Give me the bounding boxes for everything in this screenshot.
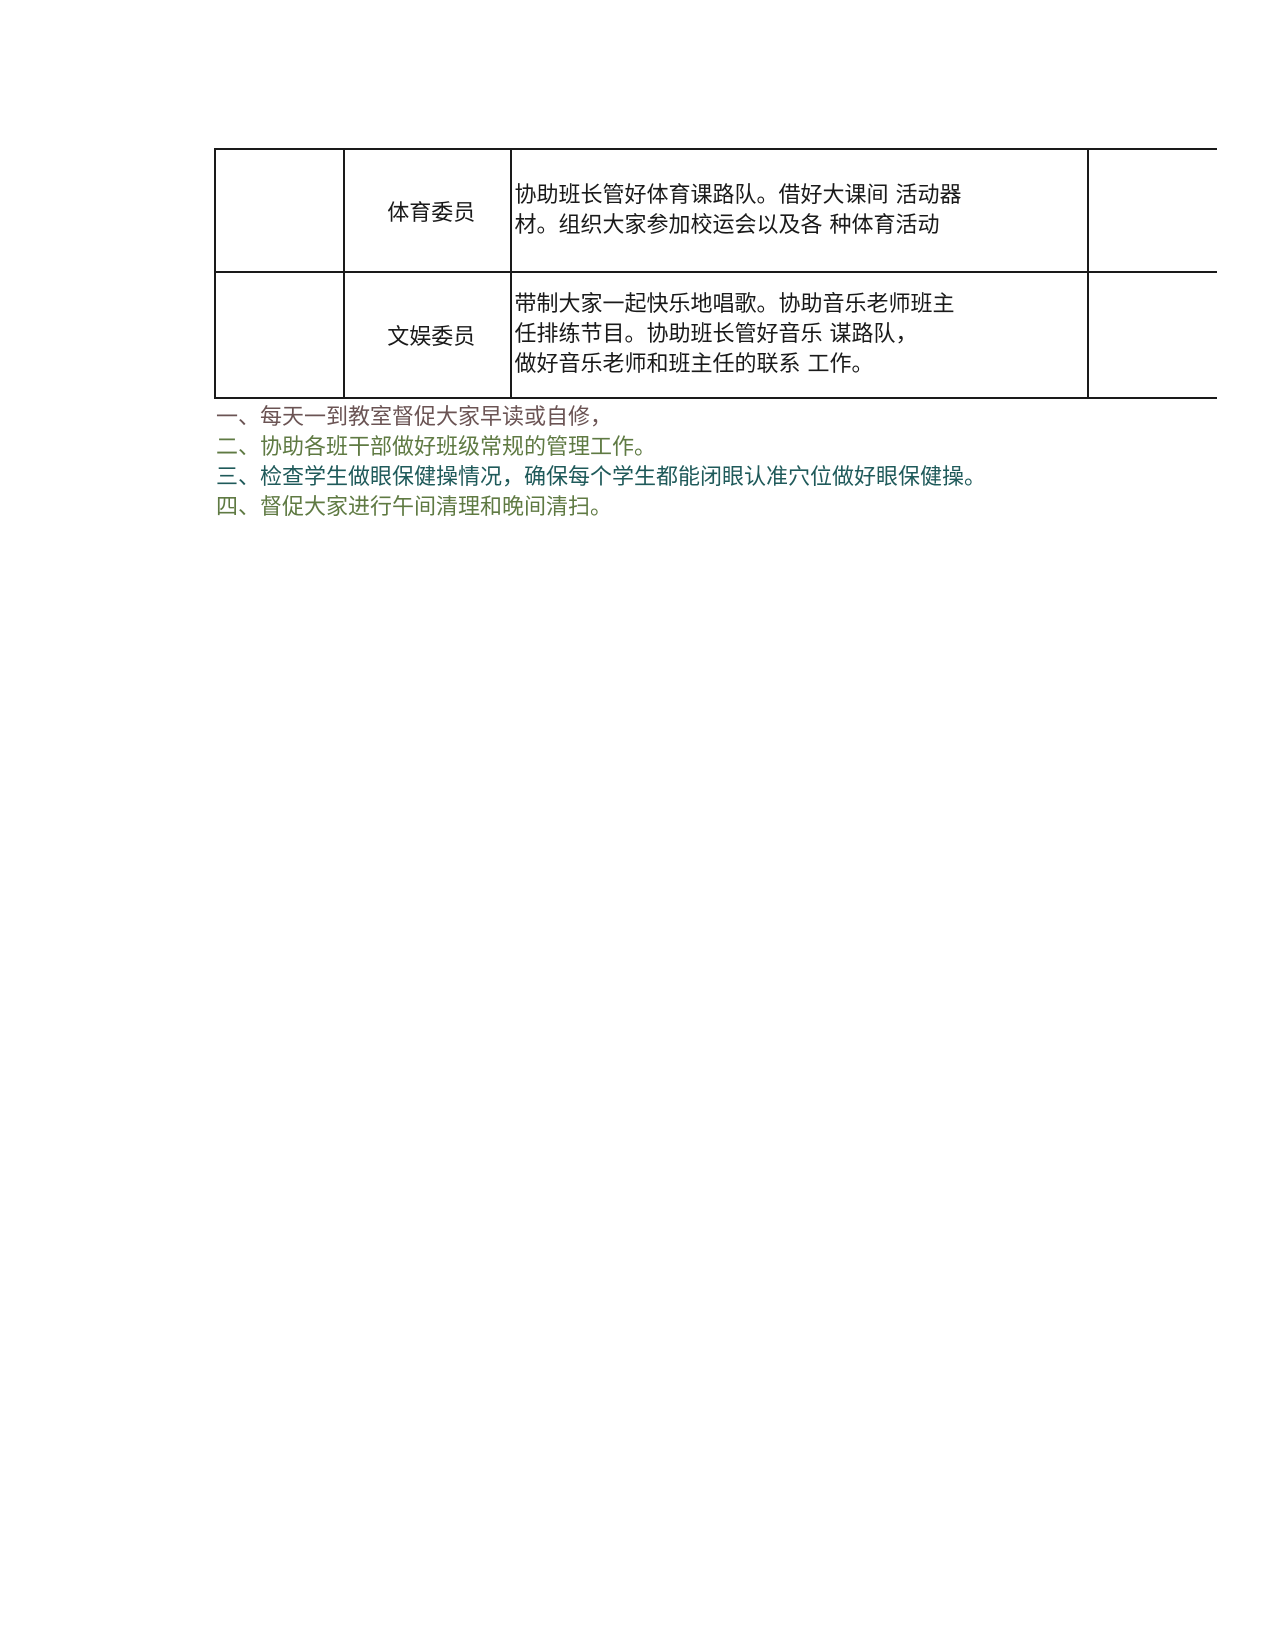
note-item: 一、每天一到教室督促大家早读或自修， — [216, 405, 613, 430]
empty-cell — [213, 271, 346, 399]
description-line: 带制大家一起快乐地唱歌。协助音乐老师班主 — [514, 292, 955, 317]
role-cell: 体育委员 — [343, 148, 512, 273]
note-item: 三、检查学生做眼保健操情况，确保每个学生都能闭眼认准穴位做好眼保健操。 — [216, 465, 987, 490]
role-cell: 文娱委员 — [343, 271, 512, 399]
empty-cell — [1086, 271, 1217, 399]
note-item: 二、协助各班干部做好班级常规的管理工作。 — [216, 435, 657, 460]
description-cell: 协助班长管好体育课路队。借好大课间 活动器 材。组织大家参加校运会以及各 种体育… — [509, 148, 1089, 273]
duty-table: 体育委员 协助班长管好体育课路队。借好大课间 活动器 材。组织大家参加校运会以及… — [213, 148, 1217, 399]
duty-notes-list: 一、每天一到教室督促大家早读或自修， 二、协助各班干部做好班级常规的管理工作。 … — [216, 403, 1266, 523]
empty-cell — [213, 148, 346, 273]
table-row: 体育委员 协助班长管好体育课路队。借好大课间 活动器 材。组织大家参加校运会以及… — [213, 148, 1217, 273]
description-line: 协助班长管好体育课路队。借好大课间 活动器 — [514, 182, 962, 208]
description-cell: 带制大家一起快乐地唱歌。协助音乐老师班主 任排练节目。协助班长管好音乐 谋路队，… — [509, 271, 1089, 399]
description-line: 任排练节目。协助班长管好音乐 谋路队， — [514, 322, 918, 347]
note-item: 四、督促大家进行午间清理和晚间清扫。 — [216, 495, 613, 520]
table-row: 文娱委员 带制大家一起快乐地唱歌。协助音乐老师班主 任排练节目。协助班长管好音乐… — [213, 271, 1217, 399]
empty-cell — [1086, 148, 1217, 273]
description-line: 做好音乐老师和班主任的联系 工作。 — [514, 352, 874, 377]
description-line: 材。组织大家参加校运会以及各 种体育活动 — [514, 212, 940, 238]
